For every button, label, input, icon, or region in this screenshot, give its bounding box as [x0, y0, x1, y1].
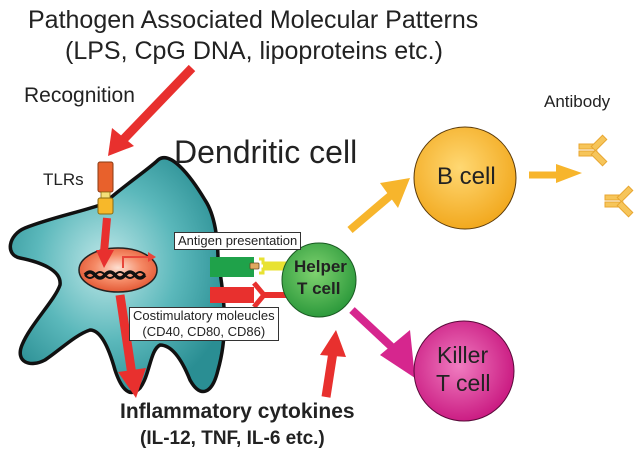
killer-label-line2: T cell	[436, 370, 491, 396]
antigen-peptide	[249, 262, 260, 270]
antibody-icon	[604, 185, 634, 218]
pamp-title-line1: Pathogen Associated Molecular Patterns	[28, 6, 479, 34]
transcription-arrow	[122, 256, 150, 268]
bcell-to-antibody-arrowhead	[556, 164, 582, 183]
pamp-title-line2: (LPS, CpG DNA, lipoproteins etc.)	[65, 37, 443, 65]
signal-arrowhead	[96, 250, 114, 268]
recognition-label: Recognition	[24, 84, 135, 107]
helper-to-bcell-arrow	[347, 192, 393, 234]
cytokines-label-line1: Inflammatory cytokines	[120, 400, 355, 423]
signal-arrow	[100, 217, 111, 253]
nucleus	[78, 247, 158, 293]
tlr-receptor-inner	[97, 197, 114, 215]
costim-chevron	[252, 281, 268, 309]
antibody-icon	[578, 134, 608, 167]
tlr-receptor-link	[100, 191, 111, 199]
dendritic-cell-label: Dendritic cell	[174, 134, 358, 170]
recognition-arrowhead	[108, 128, 134, 156]
tlr-receptor-outer	[97, 161, 114, 193]
recognition-arrow	[116, 64, 196, 147]
costim-line1: Costimulatory moleucles	[133, 308, 275, 323]
costim-block	[210, 287, 254, 303]
killer-label-line1: Killer	[437, 342, 489, 368]
tlrs-label: TLRs	[43, 170, 84, 189]
antigen-presentation-label: Antigen presentation	[174, 232, 302, 250]
mhc-block	[210, 257, 254, 277]
helper-to-killer-arrowhead	[380, 330, 415, 378]
costim-stalk	[264, 292, 290, 298]
antibody-label: Antibody	[544, 92, 611, 111]
helper-t-cell	[281, 242, 357, 318]
dna-helix-strand	[84, 271, 146, 279]
helper-to-bcell-arrowhead	[380, 178, 410, 208]
cytokines-label-line2: (IL-12, TNF, IL-6 etc.)	[140, 428, 325, 449]
costim-line2: (CD40, CD80, CD86)	[142, 324, 266, 339]
cytokine-to-helper-arrow	[321, 351, 338, 398]
cytokine-release-arrowhead	[118, 368, 146, 398]
b-cell-label: B cell	[437, 163, 496, 190]
killer-t-cell	[413, 320, 515, 422]
tcr-stalk	[263, 263, 289, 269]
cytokine-to-helper-arrowhead	[320, 330, 346, 357]
helper-label-line2: T cell	[297, 279, 341, 298]
transcription-arrowhead	[148, 252, 156, 262]
cytokine-release-arrow	[115, 294, 137, 376]
b-cell	[413, 126, 517, 230]
helper-label-line1: Helper	[294, 257, 347, 276]
costimulatory-label: Costimulatory moleucles (CD40, CD80, CD8…	[129, 307, 279, 341]
helper-to-killer-arrow	[349, 307, 398, 353]
